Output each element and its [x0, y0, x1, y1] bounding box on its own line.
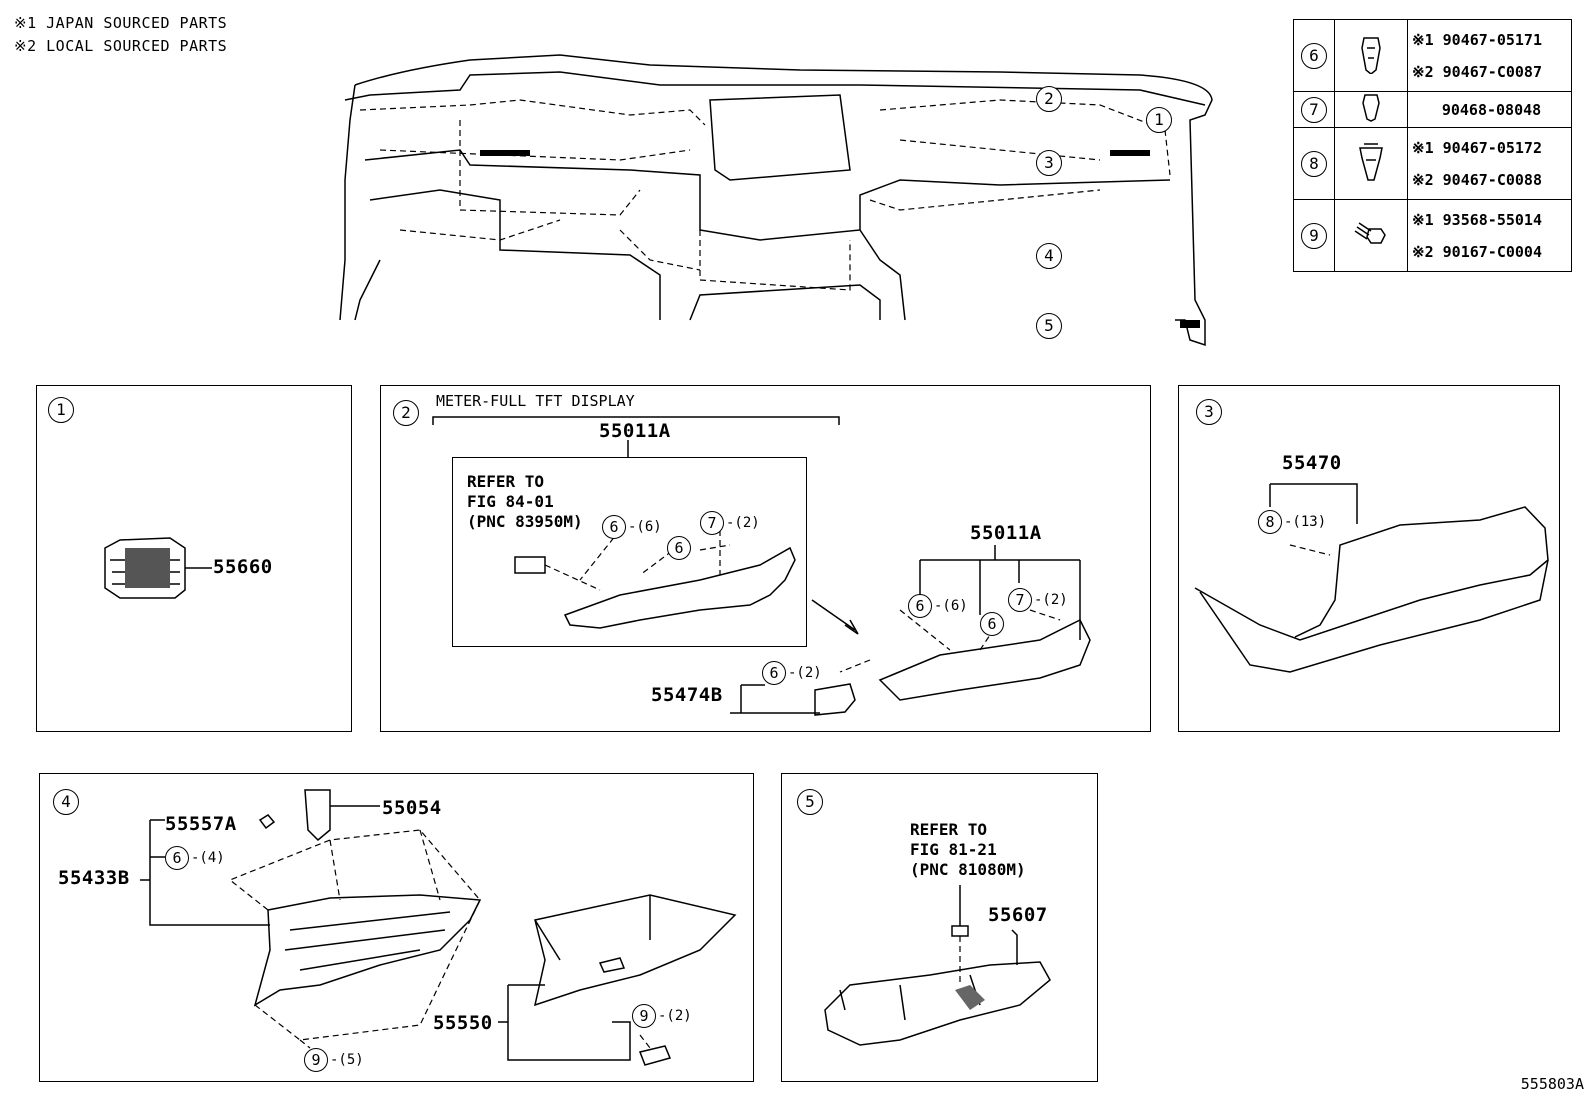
clip-icon	[1359, 142, 1383, 181]
callout-8: 8	[1258, 510, 1282, 534]
note-local-sourced: ※2 LOCAL SOURCED PARTS	[14, 37, 228, 55]
fastener-ref-6: 6	[1301, 42, 1327, 69]
note-japan-sourced: ※1 JAPAN SOURCED PARTS	[14, 14, 228, 32]
callout-6-e: 6	[762, 661, 786, 685]
fastener-table: 6 ※1 90467-05171 ※2 90467-C0087 7 90468-0…	[1293, 19, 1572, 272]
qty-6-a: -(6)	[628, 519, 662, 535]
callout-6-a: 6	[602, 515, 626, 539]
qty-6-d: -(4)	[191, 850, 225, 866]
part-55011a-right: 55011A	[970, 522, 1042, 544]
figure-id: 555803A	[1520, 1075, 1584, 1093]
panel-1-number: 1	[48, 397, 74, 423]
overview-callout-2: 2	[1036, 86, 1062, 112]
panel-2-number: 2	[393, 400, 419, 426]
clip-icon	[1362, 93, 1380, 122]
panel-1	[36, 385, 352, 732]
part-55557a: 55557A	[165, 813, 237, 835]
refer-line-2: FIG 84-01	[467, 492, 554, 511]
fastener-part-6-2: ※2 90467-C0087	[1412, 62, 1542, 81]
part-55660: 55660	[213, 556, 273, 578]
panel-5-refer: REFER TO FIG 81-21 (PNC 81080M)	[910, 820, 1026, 880]
fastener-ref-7: 7	[1301, 96, 1327, 123]
fastener-part-8-1: ※1 90467-05172	[1412, 138, 1542, 157]
part-55550: 55550	[433, 1012, 493, 1034]
part-55054: 55054	[382, 797, 442, 819]
panel-2-refer: REFER TO FIG 84-01 (PNC 83950M)	[467, 472, 583, 532]
overview-callout-3: 3	[1036, 150, 1062, 176]
panel-3	[1178, 385, 1560, 732]
fastener-row-8: 8 ※1 90467-05172 ※2 90467-C0088	[1293, 127, 1572, 200]
callout-7-a: 7	[700, 511, 724, 535]
callout-7-b: 7	[1008, 588, 1032, 612]
refer-line-2: FIG 81-21	[910, 840, 997, 859]
fastener-part-9-1: ※1 93568-55014	[1412, 210, 1542, 229]
fastener-row-6: 6 ※1 90467-05171 ※2 90467-C0087	[1293, 19, 1572, 92]
panel-2-inset-box	[452, 457, 807, 647]
callout-9-a: 9	[632, 1004, 656, 1028]
panel-2	[380, 385, 1151, 732]
part-55607: 55607	[988, 904, 1048, 926]
screw-icon	[1354, 221, 1386, 244]
panel-2-title: METER-FULL TFT DISPLAY	[436, 392, 635, 410]
refer-line-1: REFER TO	[467, 472, 545, 491]
part-55470: 55470	[1282, 452, 1342, 474]
fastener-part-7: 90468-08048	[1441, 100, 1542, 119]
callout-6-c: 6	[908, 594, 932, 618]
fastener-ref-9: 9	[1301, 222, 1327, 249]
qty-6-b: -(6)	[934, 598, 968, 614]
overview-callout-4: 4	[1036, 243, 1062, 269]
panel-5-number: 5	[797, 789, 823, 815]
fastener-ref-8: 8	[1301, 150, 1327, 177]
panel-4-number: 4	[53, 789, 79, 815]
fastener-row-7: 7 90468-08048	[1293, 91, 1572, 128]
qty-9-a: -(2)	[658, 1008, 692, 1024]
qty-8: -(13)	[1284, 514, 1327, 530]
qty-7-b: -(2)	[1034, 592, 1068, 608]
fastener-row-9: 9 ※1 93568-55014 ※2 90167-C0004	[1293, 199, 1572, 272]
refer-line-3: (PNC 83950M)	[467, 512, 583, 531]
panel-5	[781, 773, 1098, 1082]
part-55433b: 55433B	[58, 867, 130, 889]
callout-6-d: 6	[980, 612, 1004, 636]
refer-line-3: (PNC 81080M)	[910, 860, 1026, 879]
fastener-part-8-2: ※2 90467-C0088	[1412, 170, 1542, 189]
refer-line-1: REFER TO	[910, 820, 988, 839]
panel-4	[39, 773, 754, 1082]
fastener-part-9-2: ※2 90167-C0004	[1412, 242, 1542, 261]
qty-6-c: -(2)	[788, 665, 822, 681]
qty-9-b: -(5)	[330, 1052, 364, 1068]
overview-callout-1: 1	[1146, 107, 1172, 133]
part-55474b: 55474B	[651, 684, 723, 706]
callout-9-b: 9	[304, 1048, 328, 1072]
qty-7-a: -(2)	[726, 515, 760, 531]
fastener-part-6-1: ※1 90467-05171	[1412, 30, 1542, 49]
callout-6-f: 6	[165, 846, 189, 870]
clip-icon	[1361, 36, 1381, 75]
callout-6-b: 6	[667, 536, 691, 560]
panel-3-number: 3	[1196, 399, 1222, 425]
overview-callout-5: 5	[1036, 313, 1062, 339]
part-55011a-top: 55011A	[599, 420, 671, 442]
